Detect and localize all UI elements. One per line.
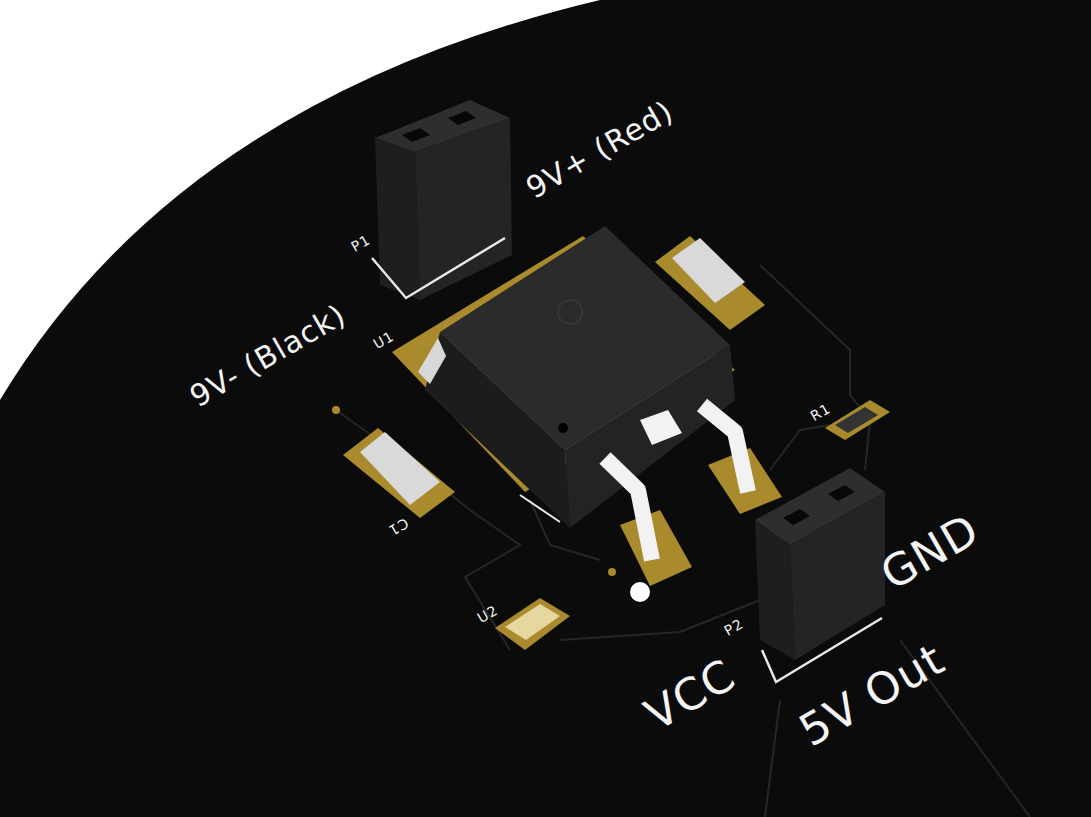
via <box>332 406 340 414</box>
header-hole <box>783 509 810 525</box>
header-hole <box>402 128 430 142</box>
silk-bracket <box>372 238 505 298</box>
u1-chamfer <box>418 338 446 384</box>
mounting-hole <box>630 582 650 602</box>
capacitor <box>672 238 745 303</box>
header-side <box>375 138 420 300</box>
header-front <box>415 118 512 300</box>
capacitor <box>360 432 440 505</box>
u1-body-front <box>565 345 735 528</box>
led-pad <box>495 598 570 650</box>
resistor-pad <box>825 400 890 440</box>
silk-bracket <box>762 618 882 682</box>
u1-body-side <box>425 332 570 528</box>
lead <box>702 405 748 492</box>
led <box>505 604 560 640</box>
cap-pad <box>343 428 455 518</box>
header-hole <box>828 485 855 501</box>
lead <box>605 458 652 560</box>
resistor <box>835 407 878 433</box>
pin1-mark <box>558 300 582 324</box>
lead <box>640 410 682 445</box>
via <box>608 568 616 576</box>
header-hole <box>448 111 476 125</box>
header-side <box>755 520 795 660</box>
pin-dot <box>558 423 568 433</box>
cap-pad <box>655 236 765 330</box>
